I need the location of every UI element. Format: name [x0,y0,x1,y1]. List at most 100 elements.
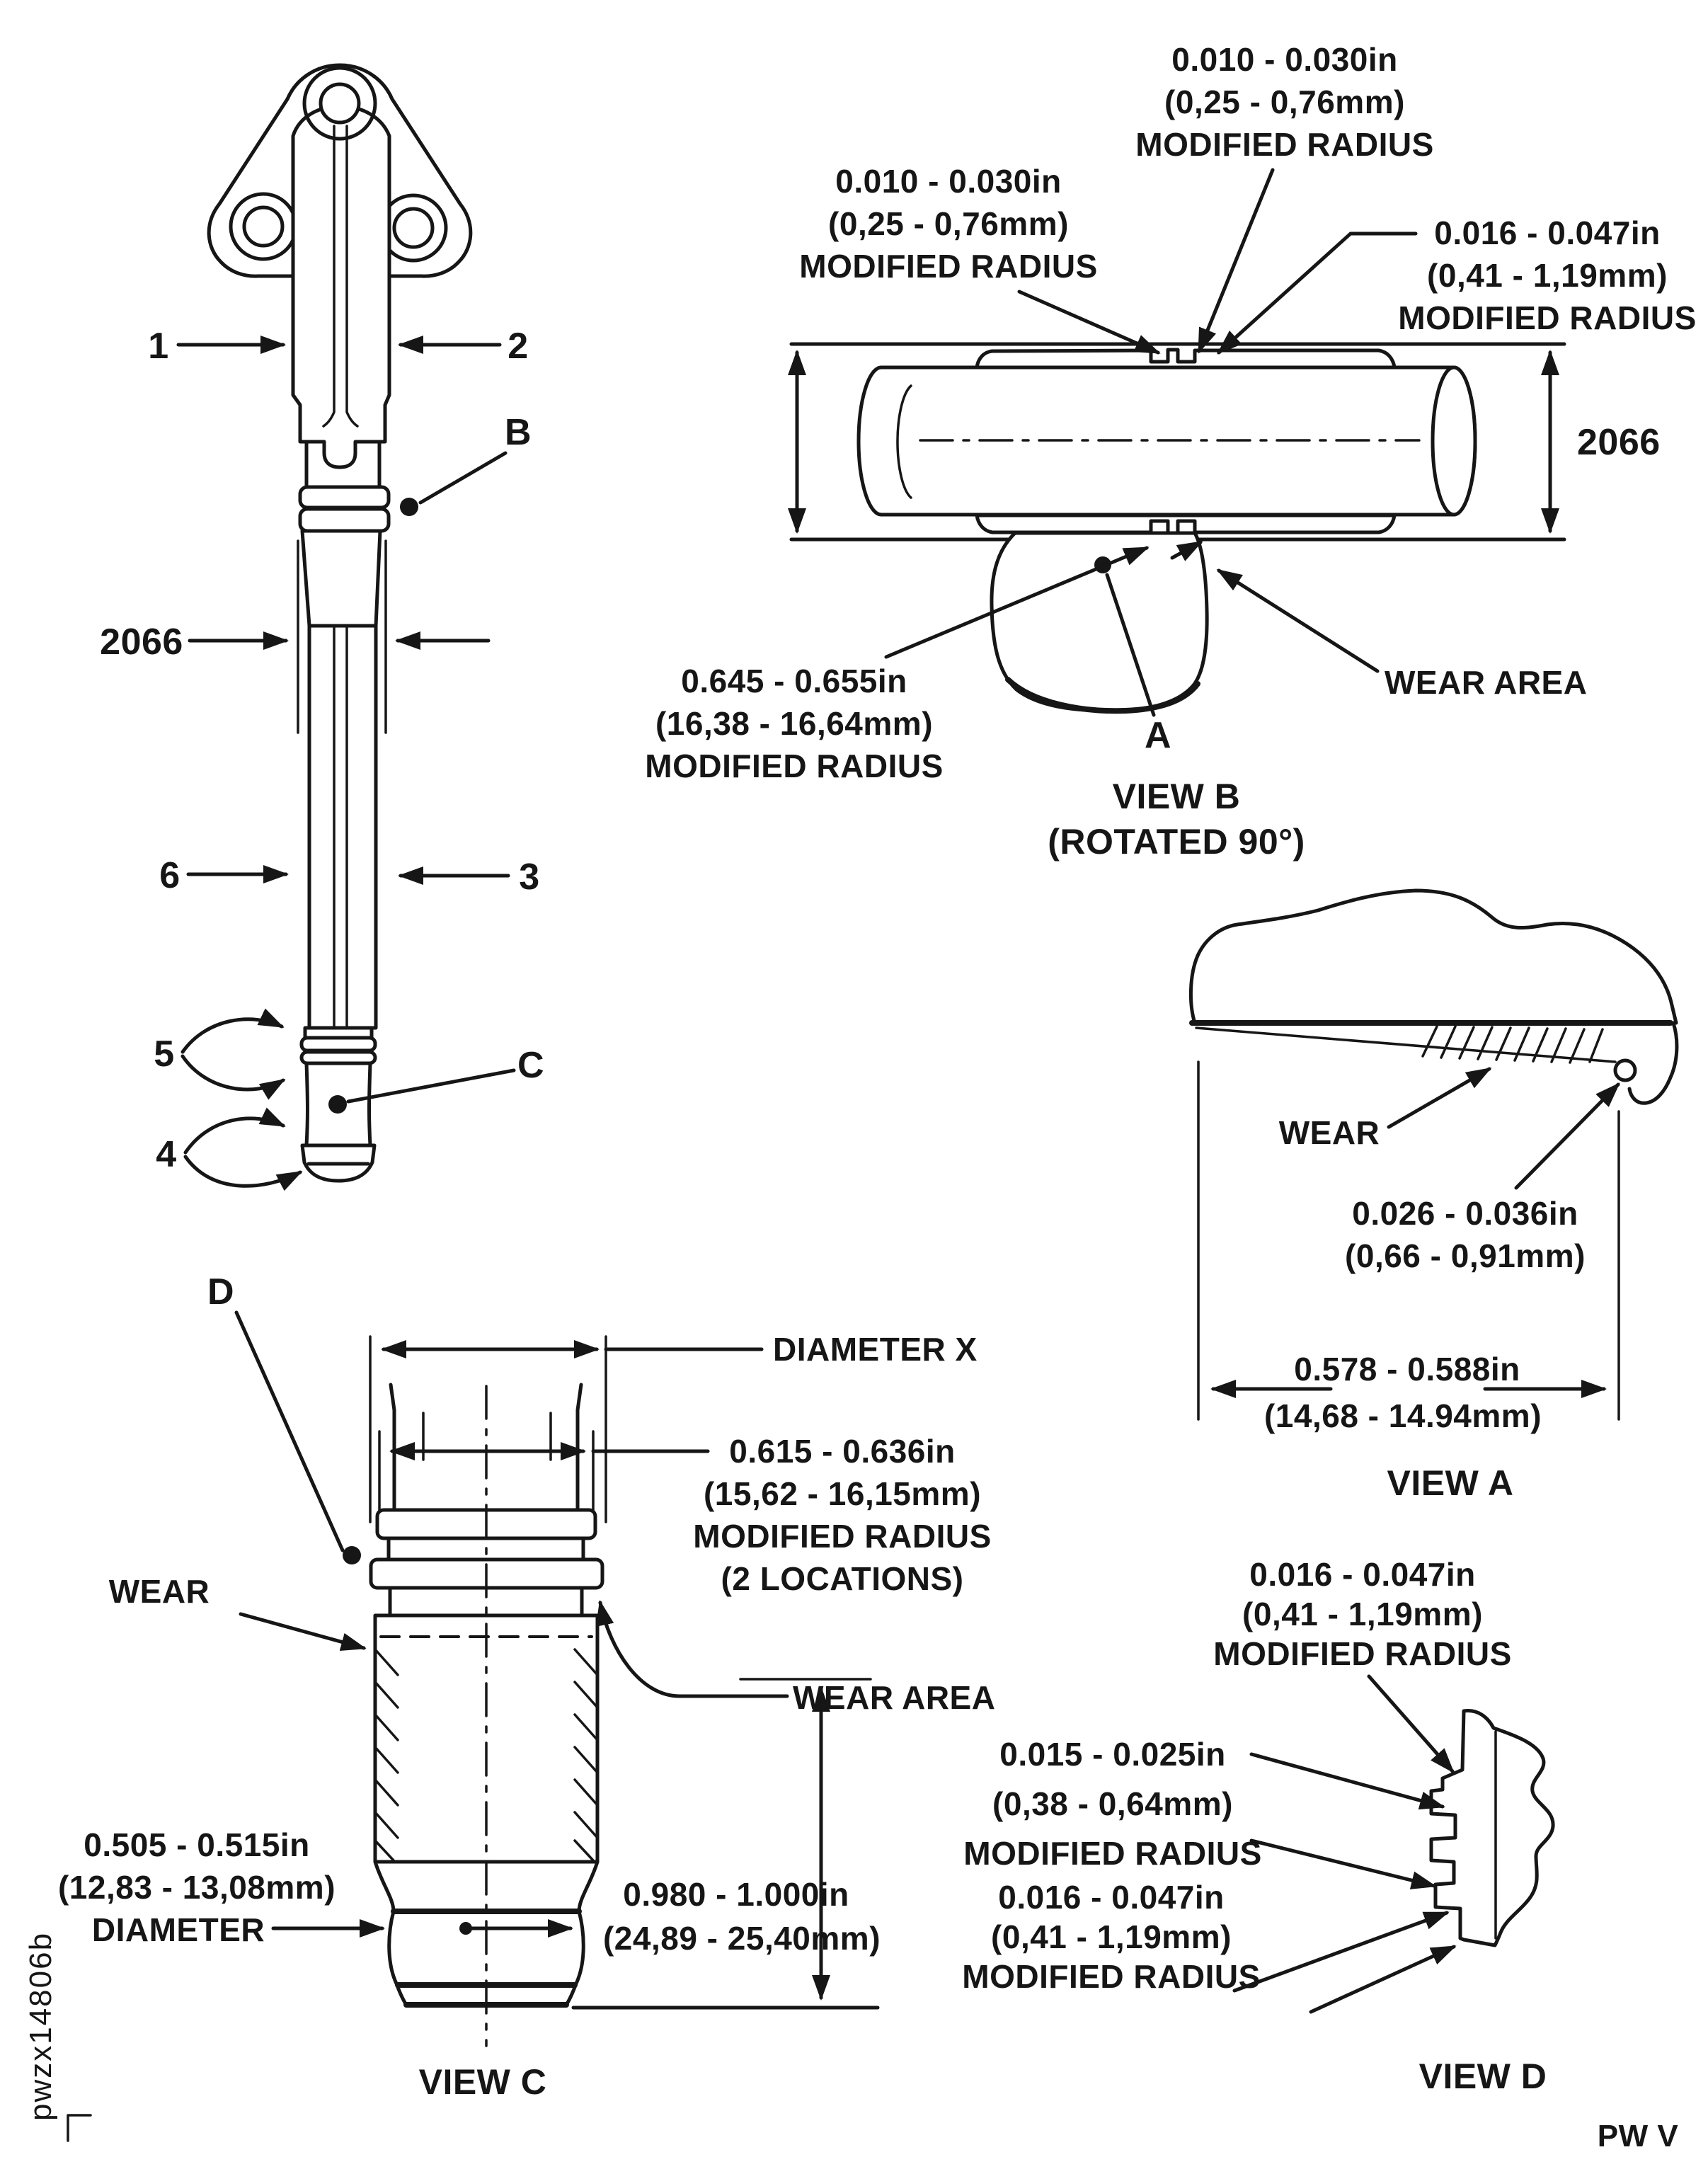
viewb-wear-area-arrow [1216,568,1380,673]
viewb-label-left-line1: 0.645 - 0.655in [681,663,907,699]
viewd-leader-bottom-1 [1232,1911,1450,1993]
callout-4-leader-lower [183,1155,303,1191]
viewb-label-left-line3: MODIFIED RADIUS [645,748,944,784]
viewd-top-line2: (0,41 - 1,19mm) [1242,1596,1483,1632]
viewb-leader-top-right [1217,231,1418,355]
viewb-wear-lobe-heavy-bottom [1005,677,1200,714]
viewd-bottom-line3: MODIFIED RADIUS [962,1958,1261,1995]
viewb-cylinder-right-end [1431,365,1477,517]
viewb-label-top-center-line3: MODIFIED RADIUS [1135,126,1434,163]
viewc-radius-line4: (2 LOCATIONS) [721,1560,964,1597]
viewd-leader-mid-upper [1249,1752,1445,1810]
viewc-neck-2 [388,1586,584,1618]
viewc-wear-arrow [239,1612,367,1652]
viewa-wear-hatch [1421,1025,1604,1064]
callout-b-label: B [505,412,532,453]
callout-5-leader-lower [180,1054,286,1100]
viewd-mid-line1: 0.015 - 0.025in [999,1736,1225,1773]
viewc-diameter-line1: 0.505 - 0.515in [84,1826,309,1863]
viewb-label-top-left-line3: MODIFIED RADIUS [799,248,1098,285]
viewa-title: VIEW A [1387,1463,1514,1503]
viewb-leader-top-left [1017,290,1161,355]
cone-section [300,529,382,628]
viewa-wear-line [1195,1026,1617,1063]
viewb-label-top-center-line2: (0,25 - 0,76mm) [1164,84,1405,120]
viewa-depth-leader [1514,1082,1620,1190]
view-c: DIAMETER X 0.615 - 0.636in (15,62 - 16,1… [58,1271,995,2102]
viewc-ext-lines-inner [378,1430,595,1523]
viewb-callout-a-label: A [1145,715,1171,756]
viewa-blob-outline [1188,888,1678,1025]
viewd-leader-mid-lower [1249,1838,1437,1889]
viewb-leader-radius-left-2 [1170,540,1203,561]
callout-b-dot [400,498,418,516]
viewc-ext-lines-outer [369,1335,607,1523]
callout-5-label: 5 [154,1034,174,1075]
viewc-height-line2: (24,89 - 25,40mm) [603,1920,881,1957]
tip-band-1 [299,1036,377,1053]
figure-corner-mark [67,2114,92,2142]
viewa-wear-end-dot [1613,1058,1637,1082]
viewc-wear-area-label: WEAR AREA [793,1679,995,1716]
viewb-label-top-right-line1: 0.016 - 0.047in [1434,214,1660,251]
viewa-width-line2: (14,68 - 14.94mm) [1264,1397,1542,1434]
viewb-cylinder-left-end-arc [896,384,912,499]
viewb-callout-a-leader [1105,573,1156,717]
viewc-callout-d-leader [234,1310,345,1552]
viewc-diameter-line3: DIAMETER [92,1911,265,1948]
viewc-wear-hatch-right [573,1648,599,1862]
viewa-depth-line2: (0,66 - 0,91mm) [1345,1237,1586,1274]
callout-c-label: C [517,1045,544,1086]
viewd-title: VIEW D [1419,2056,1547,2096]
main-part-view: 1 2 B 2066 6 3 5 C 4 [100,63,544,1191]
viewb-label-top-left-line2: (0,25 - 0,76mm) [828,205,1069,242]
viewa-width-line1: 0.578 - 0.588in [1294,1351,1520,1388]
mounting-hole-left [242,205,285,248]
viewb-wear-area-label: WEAR AREA [1385,664,1587,701]
shaft [307,624,378,1030]
viewc-wear-area-leader [595,1600,789,1698]
callout-c-leader [346,1068,516,1104]
callout-3-label: 3 [519,857,539,898]
viewb-leader-top-center [1197,168,1275,354]
viewb-callout-a-dot [1094,556,1111,573]
callout-4-label: 4 [156,1134,176,1175]
mounting-hole-top [319,82,361,125]
viewb-title: VIEW B [1113,777,1241,816]
viewc-height-line1: 0.980 - 1.000in [623,1876,849,1913]
viewb-dim-2066-label: 2066 [1577,422,1661,463]
viewb-label-top-center-line1: 0.010 - 0.030in [1171,41,1397,78]
viewd-top-line1: 0.016 - 0.047in [1249,1556,1475,1593]
main-dim-2066-label: 2066 [100,622,183,663]
body-slot-lines [322,125,359,428]
callout-6-label: 6 [159,855,180,896]
part-body [291,104,391,469]
viewc-callout-d-label: D [207,1271,234,1312]
viewb-label-top-left-line1: 0.010 - 0.030in [835,163,1061,200]
footer-marks: pwzx14806b PW V [23,1932,1678,2153]
viewb-subtitle: (ROTATED 90°) [1048,822,1305,862]
viewd-leader-bottom-2 [1309,1945,1457,2014]
viewd-mid-line2: (0,38 - 0,64mm) [992,1785,1233,1822]
viewd-bottom-line2: (0,41 - 1,19mm) [991,1918,1232,1955]
viewd-profile-outline [1429,1709,1555,1947]
viewd-top-line3: MODIFIED RADIUS [1213,1635,1512,1672]
viewb-label-top-right-line3: MODIFIED RADIUS [1398,299,1697,336]
callout-1-label: 1 [148,326,168,367]
viewb-top-sleeve [975,348,1397,370]
viewc-diameter-arrow-dot [459,1922,472,1935]
viewa-wear-label: WEAR [1279,1114,1380,1151]
callout-c-dot [328,1095,347,1114]
viewc-wear-label: WEAR [109,1573,210,1610]
viewc-radius-line3: MODIFIED RADIUS [693,1518,992,1555]
viewc-callout-d-dot [343,1546,361,1564]
viewa-wear-arrow [1387,1067,1492,1129]
viewc-waist [373,1860,600,1913]
view-b: 0.010 - 0.030in (0,25 - 0,76mm) MODIFIED… [645,41,1697,862]
collar-rib-1 [298,485,391,510]
viewc-diameter-x-label: DIAMETER X [773,1331,978,1368]
viewa-right-foot [1627,1021,1679,1105]
collar-rib-2 [298,507,391,533]
